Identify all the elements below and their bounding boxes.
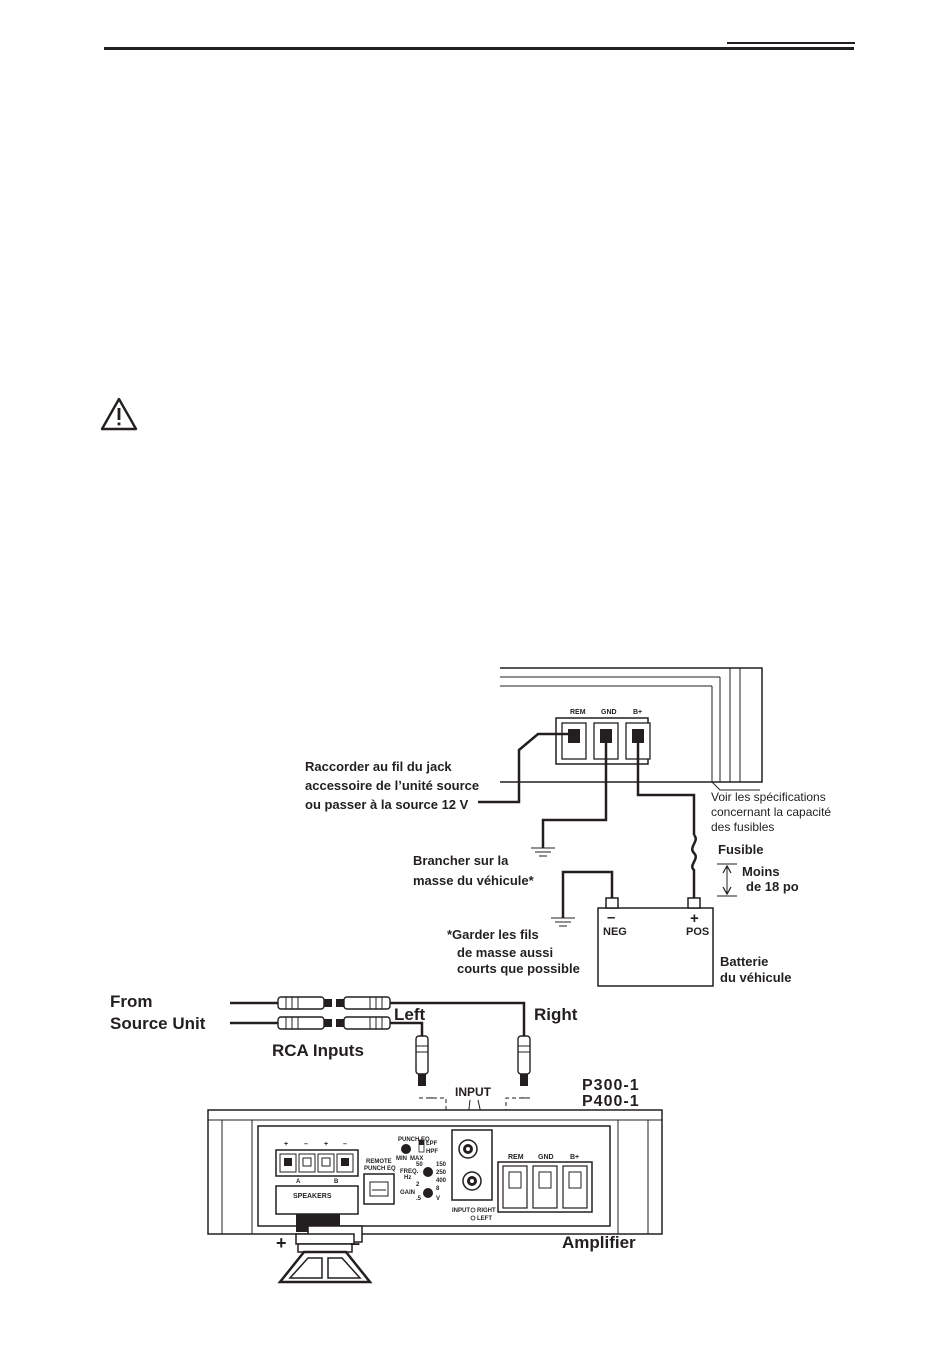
top-terminal-gnd: GND [601,709,617,716]
freq-value-4: 400 [436,1178,447,1184]
chassis-ground-line-1: Brancher sur la [413,853,509,868]
amplifier-label: Amplifier [562,1233,636,1252]
battery-neg-label: NEG [603,926,627,938]
input-legend-right: RIGHT [477,1208,496,1214]
fuse-spec-line-1: Voir les spécifications [711,790,826,804]
input-label: INPUT [455,1085,492,1099]
rca-cables: – – [230,996,531,1133]
remote-label-line-1: REMOTE [366,1159,392,1165]
speaker-polarity-2: – [304,1141,308,1148]
input-left-minus: – [428,1092,434,1104]
freq-label: FREQ. [400,1169,419,1175]
rca-plug-pair-top [277,996,391,1010]
battery-label-line-1: Batterie [720,954,768,969]
header-rule-short [727,42,855,44]
battery-pos-sign: + [690,910,699,927]
from-source-line-1: From [110,992,153,1011]
gain-value-2: 8 [436,1186,440,1192]
battery-pos-label: POS [686,926,709,938]
hpf-label: HPF [426,1149,438,1155]
gain-value-3: .5 [416,1196,422,1202]
freq-unit: Hz [404,1175,411,1181]
speaker-polarity-4: – [343,1141,347,1148]
punch-eq-min: MIN [396,1156,407,1162]
top-terminal-bplus: B+ [633,709,642,716]
warning-icon [100,397,138,431]
subwoofer-minus: – [350,1233,360,1253]
speakers-label: SPEAKERS [293,1193,332,1200]
vehicle-battery: – + NEG POS [597,897,714,987]
ground-symbol-chassis-1 [531,847,555,857]
ground-note-line-1: *Garder les fils [447,927,539,942]
remote-instruction-line-3: ou passer à la source 12 V [305,797,469,812]
battery-label-line-2: du véhicule [720,970,792,985]
header-rule [104,47,854,50]
right-label: Right [534,1005,578,1024]
ground-symbol-chassis-2 [551,917,575,927]
input-right-minus: – [520,1092,526,1104]
amp-power-terminals: REM GND B+ [497,1154,593,1213]
left-label: Left [394,1005,426,1024]
fuse-spec-line-2: concernant la capacité [711,805,831,819]
gain-value-1: 2 [416,1182,420,1188]
remote-instruction-line-1: Raccorder au fil du jack [305,759,452,774]
from-source-line-2: Source Unit [110,1014,206,1033]
fuse-spec-line-3: des fusibles [711,820,774,834]
freq-value-2: 150 [436,1162,447,1168]
remote-instruction-line-2: accessoire de l’unité source [305,778,479,793]
rca-inputs-label: RCA Inputs [272,1041,364,1060]
ground-note-line-3: courts que possible [457,961,580,976]
speaker-polarity-1: + [284,1141,288,1148]
control-knobs: PUNCH EQ MIN MAX LPF HPF FREQ. Hz 50 150… [396,1137,447,1202]
rca-input-jacks: INPUT RIGHT LEFT [451,1129,496,1222]
lpf-label: LPF [426,1141,438,1147]
battery-neg-sign: – [607,909,615,926]
rca-plug-pair-bottom [277,1016,391,1030]
chassis-ground-line-2: masse du véhicule* [413,873,535,888]
top-amplifier-detail: REM GND B+ [500,667,763,791]
freq-value-3: 250 [436,1170,447,1176]
amp-terminal-rem: REM [508,1154,524,1161]
fuse-label: Fusible [718,842,764,857]
punch-eq-max: MAX [410,1156,423,1162]
distance-marker [717,863,737,897]
model-line-1: P300-1 [582,1077,640,1094]
remote-punch-eq-port: REMOTE PUNCH EQ [363,1159,396,1205]
amp-terminal-gnd: GND [538,1154,554,1161]
freq-value-1: 50 [416,1162,423,1168]
ground-note-line-2: de masse aussi [457,945,553,960]
rca-plug-left [415,1035,429,1086]
distance-line-1: Moins [742,864,780,879]
channel-a: A [296,1179,301,1185]
subwoofer-plus: + [276,1233,287,1253]
subwoofer: + – [276,1214,373,1284]
top-terminal-rem: REM [570,709,586,716]
model-line-2: P400-1 [582,1093,640,1110]
amp-terminal-bplus: B+ [570,1154,579,1161]
speaker-polarity-3: + [324,1141,328,1148]
distance-line-2: de 18 po [746,879,799,894]
gain-label: GAIN [400,1190,415,1196]
rca-plug-right [517,1035,531,1086]
remote-label-line-2: PUNCH EQ [364,1166,396,1172]
input-legend-word: INPUT [452,1208,470,1214]
punch-eq-label: PUNCH EQ [398,1137,430,1143]
power-wires [478,732,697,918]
gain-value-4: V [436,1196,440,1202]
speaker-terminals: + – + – A B SPEAKERS [275,1141,359,1215]
input-legend-left: LEFT [477,1216,492,1222]
channel-b: B [334,1179,339,1185]
